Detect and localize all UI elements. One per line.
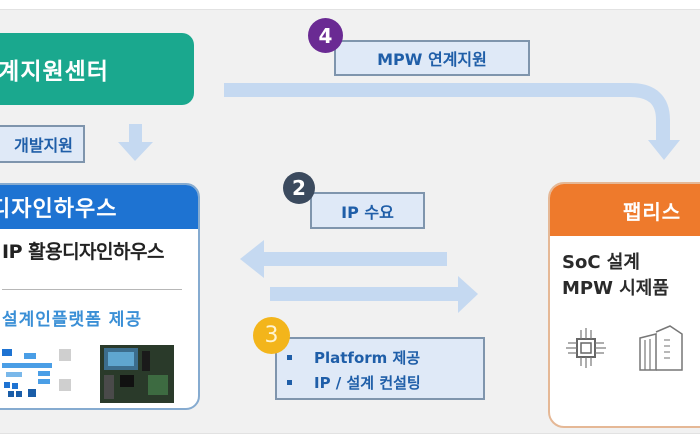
design-support-center-box: 설계지원센터 <box>0 33 194 105</box>
design-support-center-title: 설계지원센터 <box>0 59 109 85</box>
fabless-title: 팹리스 <box>623 199 682 224</box>
bullet-item: Platform 제공 <box>287 345 483 370</box>
mpw-prototype-text: MPW 시제품 <box>562 278 669 299</box>
step-3-badge: 3 <box>253 317 290 354</box>
platform-consulting-box: Platform 제공 IP / 설계 컨설팅 <box>275 337 485 400</box>
bullet-icon <box>287 355 292 360</box>
step-2-number: 2 <box>292 176 306 200</box>
divider <box>2 289 182 290</box>
design-house-panel: 디자인하우스 IP 활용디자인하우스 설계인플랫폼 제공 <box>0 183 200 410</box>
bullet-text: Platform 제공 <box>314 349 421 367</box>
fabless-header: 팹리스 <box>550 184 700 236</box>
design-house-subtitle: IP 활용디자인하우스 <box>2 241 164 263</box>
soc-design-text: SoC 설계 <box>562 252 640 273</box>
block-diagram-image <box>2 345 77 403</box>
down-arrow <box>118 124 153 161</box>
fabless-panel: 팹리스 SoC 설계 MPW 시제품 <box>548 182 700 428</box>
left-arrow <box>240 240 447 278</box>
bullet-icon <box>287 380 292 385</box>
mpw-support-label: MPW 연계지원 <box>334 40 530 76</box>
bullet-text: IP / 설계 컨설팅 <box>314 374 421 392</box>
dev-support-text: 개발지원 <box>14 136 73 155</box>
mpw-support-text: MPW 연계지원 <box>377 50 487 69</box>
ip-demand-text: IP 수요 <box>341 202 394 222</box>
step-4-badge: 4 <box>308 18 343 53</box>
mpw-flow-arrow <box>224 83 680 160</box>
chip-icon <box>566 328 606 368</box>
dev-support-label: 개발지원 <box>0 125 85 163</box>
step-2-badge: 2 <box>283 172 315 204</box>
right-arrow <box>270 276 478 313</box>
bullet-item: IP / 설계 컨설팅 <box>287 370 483 395</box>
platform-text: 설계인플랫폼 제공 <box>2 310 143 330</box>
dev-board-image <box>100 345 174 403</box>
step-3-number: 3 <box>264 323 279 348</box>
ip-demand-label: IP 수요 <box>310 192 425 229</box>
step-4-number: 4 <box>318 23 333 48</box>
design-house-title: 디자인하우스 <box>0 197 118 222</box>
design-house-header: 디자인하우스 <box>0 185 198 229</box>
building-icon <box>639 325 683 371</box>
